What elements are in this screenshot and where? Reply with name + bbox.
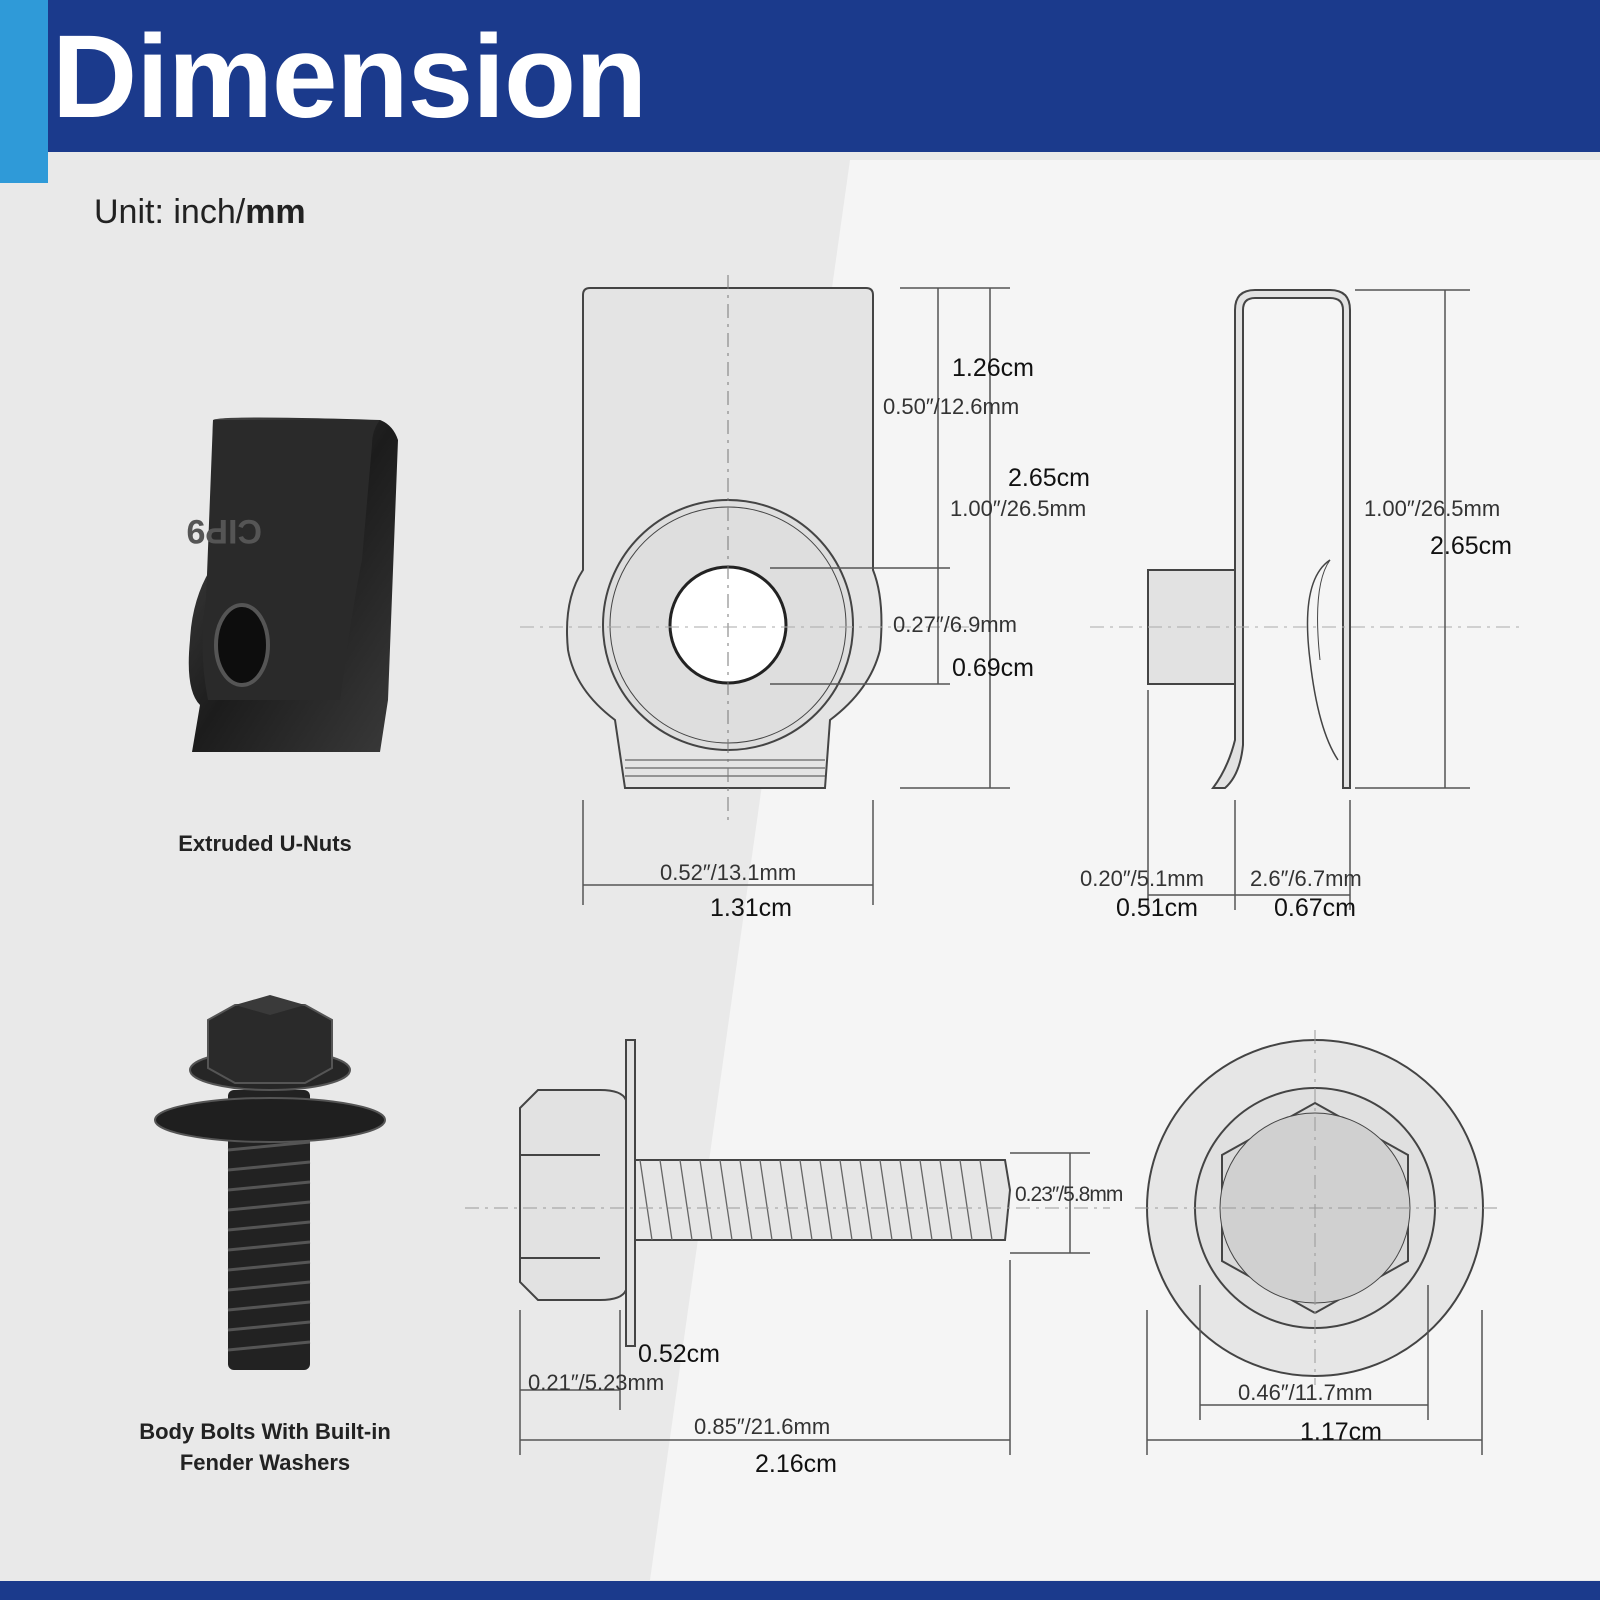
bolt-caption-line2: Fender Washers <box>179 1450 351 1475</box>
dim-side-boss-cm: 0.51cm <box>1116 894 1198 922</box>
bolt-top-view <box>1135 1030 1500 1385</box>
dim-unut-hole-cm: 0.69cm <box>952 654 1034 682</box>
unit-label: Unit: inch/mm <box>94 193 306 232</box>
dim-unut-top-cm: 1.26cm <box>952 354 1034 382</box>
dim-side-depth-in: 2.6″/6.7mm <box>1250 866 1362 891</box>
bolt-photo <box>154 995 386 1370</box>
dim-unut-width-in: 0.52″/13.1mm <box>660 860 797 885</box>
bolt-side-dimlines <box>519 1152 1090 1455</box>
unut-side-view <box>1090 289 1520 789</box>
dim-unut-total-in: 1.00″/26.5mm <box>950 496 1087 521</box>
unit-prefix: Unit: inch/ <box>94 193 246 231</box>
footer-bar <box>0 1581 1600 1600</box>
bolt-caption-line1: Body Bolts With Built-in <box>139 1419 391 1444</box>
dim-bolt-head-in: 0.21″/5.23mm <box>528 1370 665 1395</box>
dim-side-height-in: 1.00″/26.5mm <box>1364 496 1501 521</box>
dim-unut-top-in: 0.50″/12.6mm <box>883 394 1020 419</box>
dim-bolt-len-cm: 2.16cm <box>755 1450 837 1478</box>
unut-photo: CIP9 <box>186 417 398 752</box>
unut-stamp: CIP9 <box>186 512 262 550</box>
dim-bolt-dia-in: 0.23″/5.8mm <box>1015 1183 1123 1206</box>
dim-side-height-cm: 2.65cm <box>1430 532 1512 560</box>
bolt-threads <box>639 1159 993 1241</box>
header-bar <box>0 0 1600 152</box>
dim-bolt-len-in: 0.85″/21.6mm <box>694 1414 831 1439</box>
unut-caption: Extruded U-Nuts <box>178 831 352 856</box>
header-accent <box>0 0 48 183</box>
dim-unut-width-cm: 1.31cm <box>710 894 792 922</box>
dim-bolt-head-cm: 0.52cm <box>638 1340 720 1368</box>
bolt-top-dimlines <box>1146 1285 1483 1455</box>
dim-unut-total-cm: 2.65cm <box>1008 464 1090 492</box>
bolt-side-view <box>465 1039 1110 1347</box>
unut-side-dimlines <box>1147 289 1470 910</box>
dim-bolt-hex-cm: 1.17cm <box>1300 1418 1382 1446</box>
dim-side-depth-cm: 0.67cm <box>1274 894 1356 922</box>
unit-bold: mm <box>245 193 306 231</box>
unut-front-dimlines <box>582 287 1010 905</box>
page-title: Dimension <box>52 11 647 143</box>
dim-side-boss-in: 0.20″/5.1mm <box>1080 866 1204 891</box>
dim-bolt-hex-in: 0.46″/11.7mm <box>1238 1380 1373 1405</box>
unut-front-view <box>520 275 980 820</box>
bolt-caption: Body Bolts With Built-in Fender Washers <box>100 1416 430 1478</box>
dim-unut-hole-in: 0.27″/6.9mm <box>893 612 1017 637</box>
